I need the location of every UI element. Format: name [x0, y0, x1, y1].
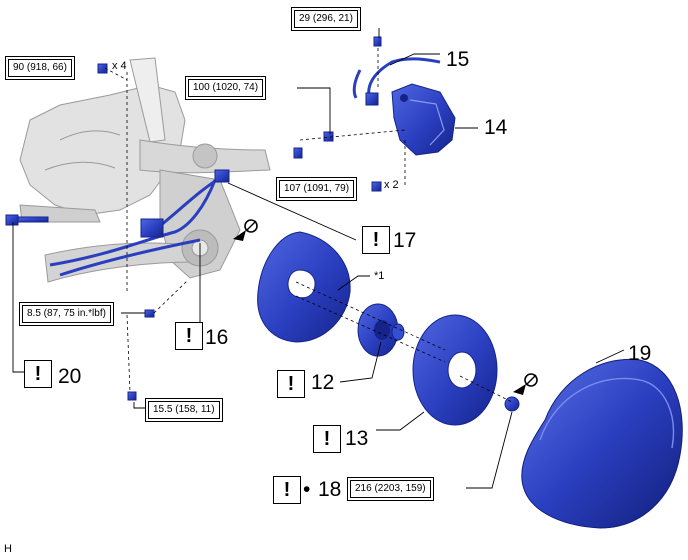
- caution-box-13: !: [313, 425, 341, 453]
- wheel-19: [521, 358, 683, 529]
- callout-17: 17: [393, 229, 417, 252]
- bolts: [5, 36, 382, 401]
- torque-label-8-5: 8.5 (87, 75 in.*lbf): [19, 302, 114, 326]
- caution-box-17: !: [362, 226, 390, 254]
- callout-14: 14: [484, 116, 508, 139]
- caution-box-20: !: [24, 360, 52, 388]
- caution-box-16: !: [175, 322, 203, 350]
- clip-17: [214, 169, 230, 183]
- callout-12: 12: [311, 371, 335, 394]
- hub-nut-18: [504, 396, 520, 412]
- disc-13: [412, 314, 498, 426]
- hose-bracket-16: [140, 218, 164, 238]
- bullet-dot: •: [303, 478, 311, 501]
- callout-13: 13: [345, 427, 369, 450]
- clip-15: [365, 92, 379, 106]
- callout-19: 19: [628, 342, 652, 365]
- callout-15: 15: [446, 48, 470, 71]
- leader-lines: [12, 28, 625, 489]
- axle-hub-12: [357, 303, 405, 357]
- torque-label-15-5: 15.5 (158, 11): [145, 398, 223, 422]
- brake-hoses: [49, 57, 441, 277]
- quantity-x2: x 2: [384, 179, 399, 191]
- torque-label-216: 216 (2203, 159): [347, 477, 434, 501]
- callout-18: 18: [318, 478, 342, 501]
- torque-label-90: 90 (918, 66): [5, 56, 75, 80]
- caution-box-12: !: [277, 370, 305, 398]
- torque-label-107: 107 (1091, 79): [275, 177, 358, 201]
- brake-caliper-14: [391, 83, 456, 156]
- torque-label-100: 100 (1020, 74): [184, 76, 267, 100]
- callout-note-1: *1: [374, 270, 385, 282]
- grease-arrows: [233, 219, 538, 395]
- callout-20: 20: [58, 365, 82, 388]
- quantity-x4: x 4: [112, 60, 127, 72]
- dust-cover: [257, 231, 351, 343]
- corner-mark: H: [4, 543, 12, 555]
- torque-label-29: 29 (296, 21): [291, 7, 361, 31]
- callout-16: 16: [205, 326, 229, 349]
- caution-box-18: !: [273, 476, 301, 504]
- assembly-guide-lines: [104, 48, 513, 403]
